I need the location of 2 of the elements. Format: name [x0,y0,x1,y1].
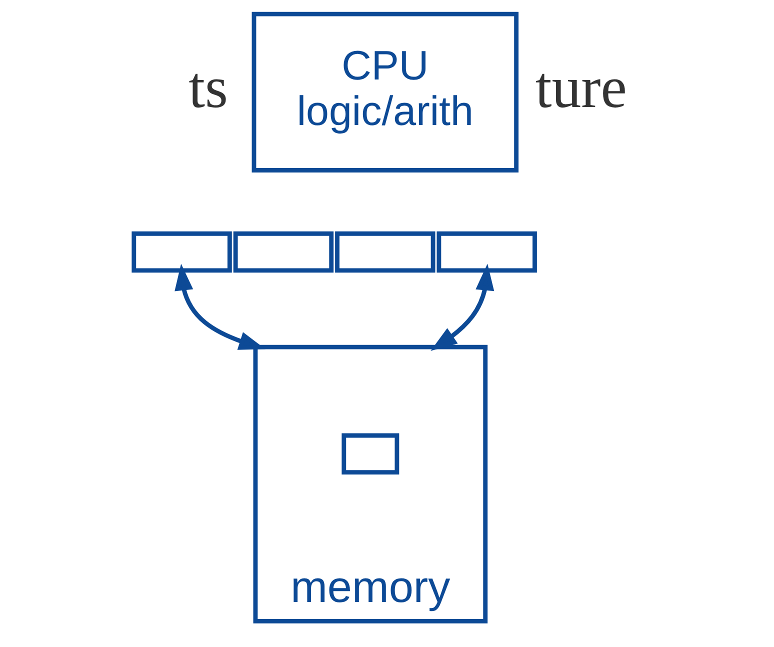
label: ts [188,54,228,120]
label: ture [535,54,627,120]
